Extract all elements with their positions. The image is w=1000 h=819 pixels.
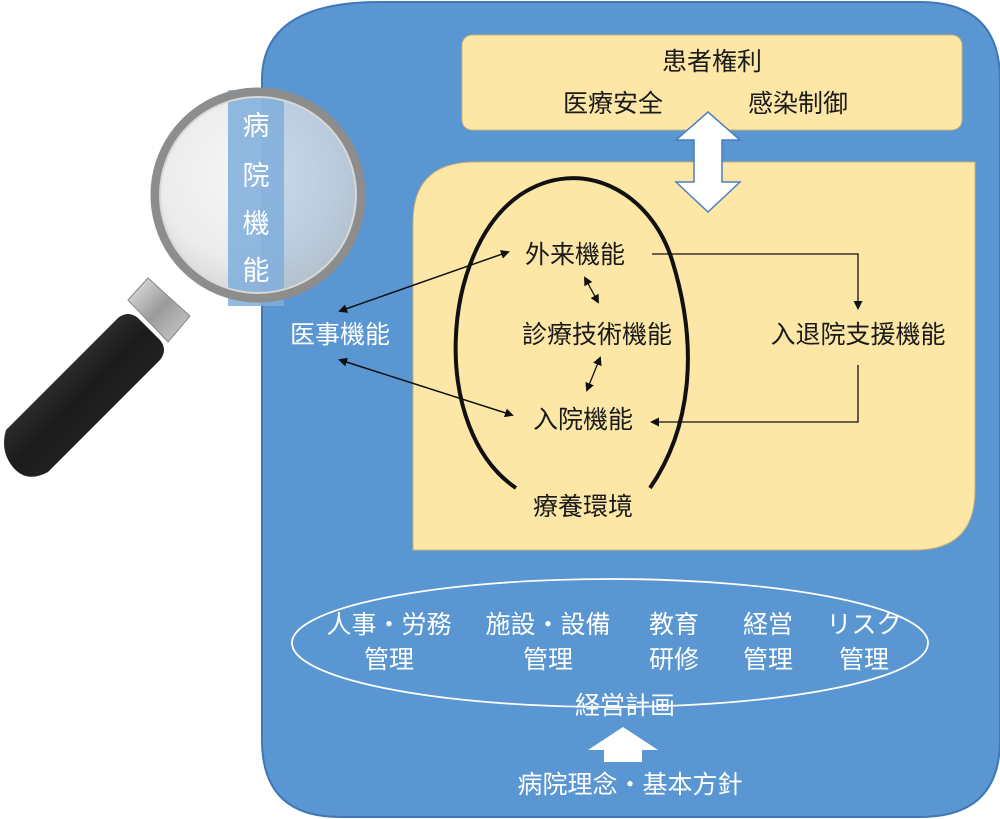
management-item-2-line2: 管理 [523,645,573,674]
magnifier-char-2: 院 [243,161,270,192]
arrow-diagnosis-inpatient [585,356,602,392]
arrow-medical-outpatient [338,250,510,313]
hospital-function-vertical-label: 病 院 機 能 [243,111,270,287]
infection-control-label: 感染制御 [748,89,848,118]
arrow-outpatient-to-admission [652,253,863,310]
management-item-5-line2: 管理 [839,645,889,674]
inpatient-function-label: 入院機能 [533,405,633,434]
management-item-4-line2: 管理 [743,645,793,674]
medical-safety-label: 医療安全 [563,89,663,118]
double-arrow-icon [674,111,742,214]
management-item-5-line1: リスク [826,610,901,639]
management-item-1-line2: 管理 [364,645,414,674]
management-item-3-line1: 教育 [649,610,699,639]
arrow-outpatient-diagnosis [584,276,599,304]
management-item-1-line1: 人事・労務 [326,610,451,639]
management-item-2-line1: 施設・設備 [485,610,610,639]
up-arrow-icon [588,727,658,762]
diagnosis-tech-function-label: 診療技術機能 [522,320,672,349]
admission-support-function-label: 入退院支援機能 [770,320,945,349]
patient-rights-title: 患者権利 [662,47,762,76]
care-environment-label: 療養環境 [533,492,633,521]
arrow-medical-inpatient [338,357,514,418]
magnifying-glass-icon [4,87,366,477]
magnifier-char-3: 機 [243,209,270,240]
outpatient-function-label: 外来機能 [525,240,625,269]
management-items: 人事・労務 管理 施設・設備 管理 教育 研修 経営 管理 リスク 管理 [326,610,901,674]
arrow-admission-to-inpatient [650,365,859,427]
hospital-philosophy-label: 病院理念・基本方針 [517,770,742,799]
management-item-3-line2: 研修 [649,645,699,674]
magnifier-char-4: 能 [243,256,270,287]
management-ellipse [291,578,929,708]
business-plan-label: 経営計画 [575,691,675,720]
core-function-box [412,161,976,551]
medical-affairs-label: 医事機能 [290,320,390,349]
management-item-4-line1: 経営 [743,610,793,639]
magnifier-char-1: 病 [243,111,270,142]
